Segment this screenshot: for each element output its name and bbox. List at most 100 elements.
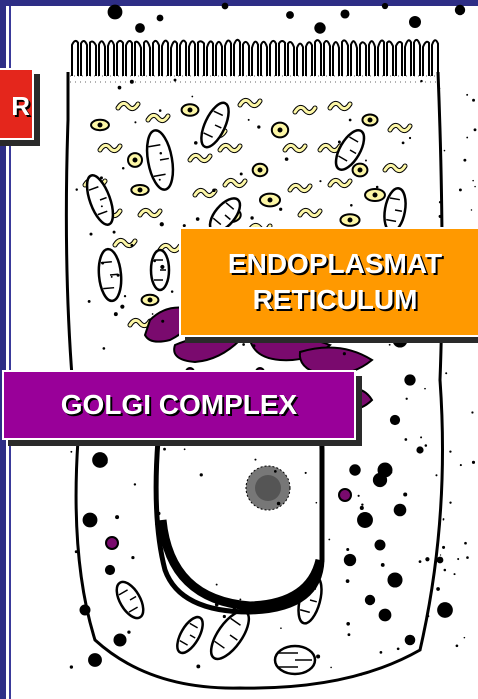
- er-vesicle-core: [348, 218, 353, 223]
- microvillus: [90, 41, 96, 76]
- granule: [373, 473, 387, 487]
- microvillus: [171, 41, 177, 76]
- extracellular-speck: [472, 461, 475, 464]
- cytoplasm-speck: [76, 188, 78, 190]
- mitochondrion: [275, 646, 315, 674]
- extracellular-speck: [464, 637, 466, 639]
- microvillus: [306, 42, 312, 76]
- cytoplasm-speck: [70, 451, 72, 453]
- microvillus: [378, 40, 384, 76]
- microvilli: [72, 40, 438, 76]
- microvillus: [351, 41, 357, 76]
- cytoplasm-speck: [115, 515, 119, 519]
- cytoplasm-speck: [124, 295, 126, 297]
- cytoplasm-speck: [155, 523, 157, 525]
- cytoplasm-speck: [277, 502, 281, 506]
- cytoplasm-speck: [274, 470, 277, 473]
- extracellular-speck: [439, 215, 442, 218]
- cytoplasm-speck: [100, 176, 103, 179]
- microvillus: [189, 41, 195, 76]
- cytoplasm-speck: [240, 172, 243, 175]
- cytoplasm-speck: [114, 312, 118, 316]
- microvillus: [342, 40, 348, 76]
- cytoplasm-speck: [316, 654, 320, 658]
- granule: [455, 5, 465, 15]
- microvillus: [99, 41, 105, 76]
- extracellular-speck: [440, 554, 441, 555]
- extracellular-speck: [454, 573, 456, 575]
- cytoplasm-speck: [239, 598, 241, 600]
- cytoplasm-speck: [184, 575, 188, 579]
- cytoplasm-speck: [196, 217, 200, 221]
- cytoplasm-speck: [130, 244, 133, 247]
- extracellular-speck: [449, 502, 451, 504]
- cytoplasm-speck: [358, 495, 360, 497]
- microvillus: [423, 42, 429, 76]
- granule: [405, 635, 416, 646]
- microvillus: [369, 41, 375, 76]
- mitochondrion: [143, 128, 177, 191]
- extracellular-speck: [464, 542, 467, 545]
- cytoplasm-speck: [160, 265, 164, 269]
- microvillus: [288, 42, 294, 76]
- cytoplasm-speck: [70, 665, 73, 668]
- cytoplasm-speck: [134, 483, 136, 485]
- er-vesicle-core: [373, 193, 378, 198]
- extracellular-speck: [460, 464, 462, 466]
- cytoplasm-speck: [174, 79, 177, 82]
- cytoplasm-speck: [117, 274, 120, 277]
- microvillus: [297, 44, 303, 76]
- cytoplasm-speck: [103, 347, 106, 350]
- microvillus: [180, 41, 186, 76]
- cytoplasm-speck: [406, 398, 408, 400]
- cytoplasm-speck: [161, 320, 164, 323]
- cytoplasm-speck: [365, 160, 367, 162]
- extracellular-speck: [474, 128, 477, 131]
- granule: [404, 374, 415, 385]
- granule: [357, 512, 373, 528]
- mitochondrion: [172, 613, 208, 657]
- cytoplasm-speck: [402, 142, 405, 145]
- cytoplasm-speck: [424, 388, 426, 390]
- endoplasmic-reticulum-label-line-1: ENDOPLASMAT: [181, 246, 478, 282]
- extracellular-speck: [466, 556, 469, 559]
- golgi-complex-label: GOLGI COMPLEX: [2, 370, 356, 440]
- granule: [365, 595, 375, 605]
- cytoplasm-speck: [349, 119, 352, 122]
- cytoplasm-speck: [381, 563, 385, 567]
- cytoplasm-speck: [232, 608, 236, 612]
- microvillus: [333, 42, 339, 76]
- cytoplasm-speck: [248, 119, 250, 121]
- terminal-web: [70, 76, 438, 82]
- er-vesicle-core: [368, 118, 373, 123]
- cytoplasm-speck: [118, 86, 122, 90]
- microvillus: [270, 41, 276, 76]
- cytoplasm-speck: [88, 300, 91, 303]
- cytoplasm-speck: [427, 615, 429, 617]
- cytoplasm-speck: [101, 262, 104, 265]
- granule: [416, 446, 423, 453]
- mitochondrion: [151, 250, 169, 290]
- microvillus: [108, 41, 114, 76]
- cytoplasm-speck: [419, 560, 422, 563]
- cytoplasm-speck: [346, 622, 350, 626]
- extracellular-speck: [459, 188, 462, 191]
- microvillus: [162, 41, 168, 76]
- microvillus: [405, 40, 411, 76]
- cytoplasm-speck: [102, 291, 104, 293]
- extracellular-speck: [472, 180, 474, 182]
- microvillus: [279, 41, 285, 76]
- endoplasmic-reticulum-label: ENDOPLASMAT RETICULUM: [179, 227, 478, 337]
- cytoplasm-speck: [120, 305, 124, 309]
- microvillus: [135, 42, 141, 76]
- cytoplasm-speck: [90, 233, 93, 236]
- cytoplasm-speck: [285, 157, 289, 161]
- microvillus: [81, 41, 87, 76]
- cytoplasm-speck: [328, 539, 330, 541]
- microvillus: [216, 42, 222, 76]
- cytoplasm-speck: [134, 121, 136, 123]
- er-vesicle-core: [268, 198, 273, 203]
- cytoplasm-speck: [191, 96, 193, 98]
- mitochondrion: [111, 578, 148, 623]
- cytoplasm-speck: [160, 222, 164, 226]
